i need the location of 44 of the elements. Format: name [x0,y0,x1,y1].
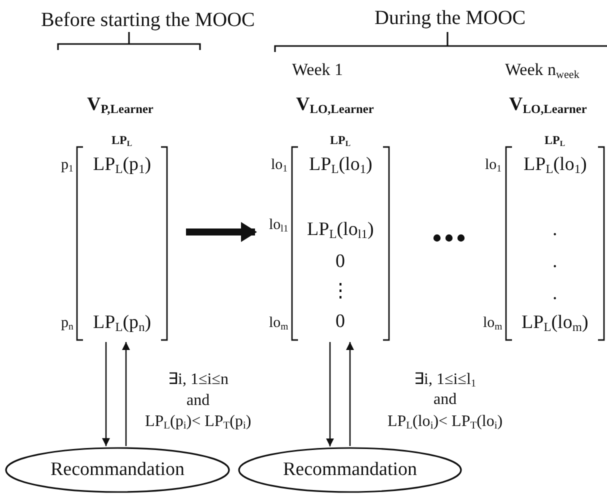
matrix-entry: LP$_{L}$(p$_{n}$) [93,312,152,334]
vector-title: V$_{P,Learner}$ [87,94,154,116]
recommendation-ellipse [5,447,230,493]
vector-title: V$_{LO,Learner}$ [509,94,587,116]
column-header: LP$_{L}$ [112,134,132,147]
ellipse-label: Recommandation [50,460,185,480]
condition-text: LP$_{L}$(lo$_{i}$)< LP$_{T}$(lo$_{i}$) [388,413,503,431]
matrix-entry: LP$_{L}$(lo$_{m}$) [522,312,588,334]
matrix-entry: LP$_{L}$(p$_{1}$) [93,154,152,176]
matrix-entry: LP$_{L}$(lo$_{1}$) [524,154,587,176]
arrow [186,222,257,242]
row-label: lo$_{1}$ [485,156,502,173]
matrix-entry: . [552,220,558,240]
row-label: p$_{1}$ [61,156,74,173]
week-label: Week 1 [292,60,344,80]
row-label: lo$_{1}$ [271,156,288,173]
column-header: LP$_{L}$ [330,134,351,147]
row-label: lo$_{m}$ [483,314,502,331]
section-heading: Before starting the MOOC [41,9,255,31]
condition-text: LP$_{L}$(p$_{i}$)< LP$_{T}$(p$_{i}$) [145,413,252,431]
matrix-entry: 0 [336,312,345,332]
arrow [346,342,354,446]
condition-text: ∃i, 1≤i≤n [168,371,228,389]
row-label: lo$_{m}$ [269,314,288,331]
vector-title: V$_{LO,Learner}$ [296,94,374,116]
arrow [122,342,130,446]
matrix-entry: 0 [336,252,345,272]
ellipse-label: Recommandation [283,460,418,480]
matrix-entry: . [552,284,558,304]
section-heading: During the MOOC [374,7,526,29]
condition-text: and [186,392,210,410]
matrix-entry: ⋮ [331,282,350,302]
recommendation-ellipse [238,447,462,493]
row-label: lo$_{l1}$ [269,216,288,233]
matrix-entry: . [552,252,558,272]
matrix-entry: LP$_{L}$(lo$_{l1}$) [307,220,374,240]
arrow [102,342,110,446]
condition-text: ∃i, 1≤i≤l$_{1}$ [414,371,476,389]
week-label: Week n$_{week}$ [505,60,580,80]
row-label: p$_{n}$ [61,314,74,331]
arrow [326,342,334,446]
condition-text: and [434,391,457,409]
column-header: LP$_{L}$ [544,134,566,147]
matrix-entry: LP$_{L}$(lo$_{1}$) [309,154,372,176]
